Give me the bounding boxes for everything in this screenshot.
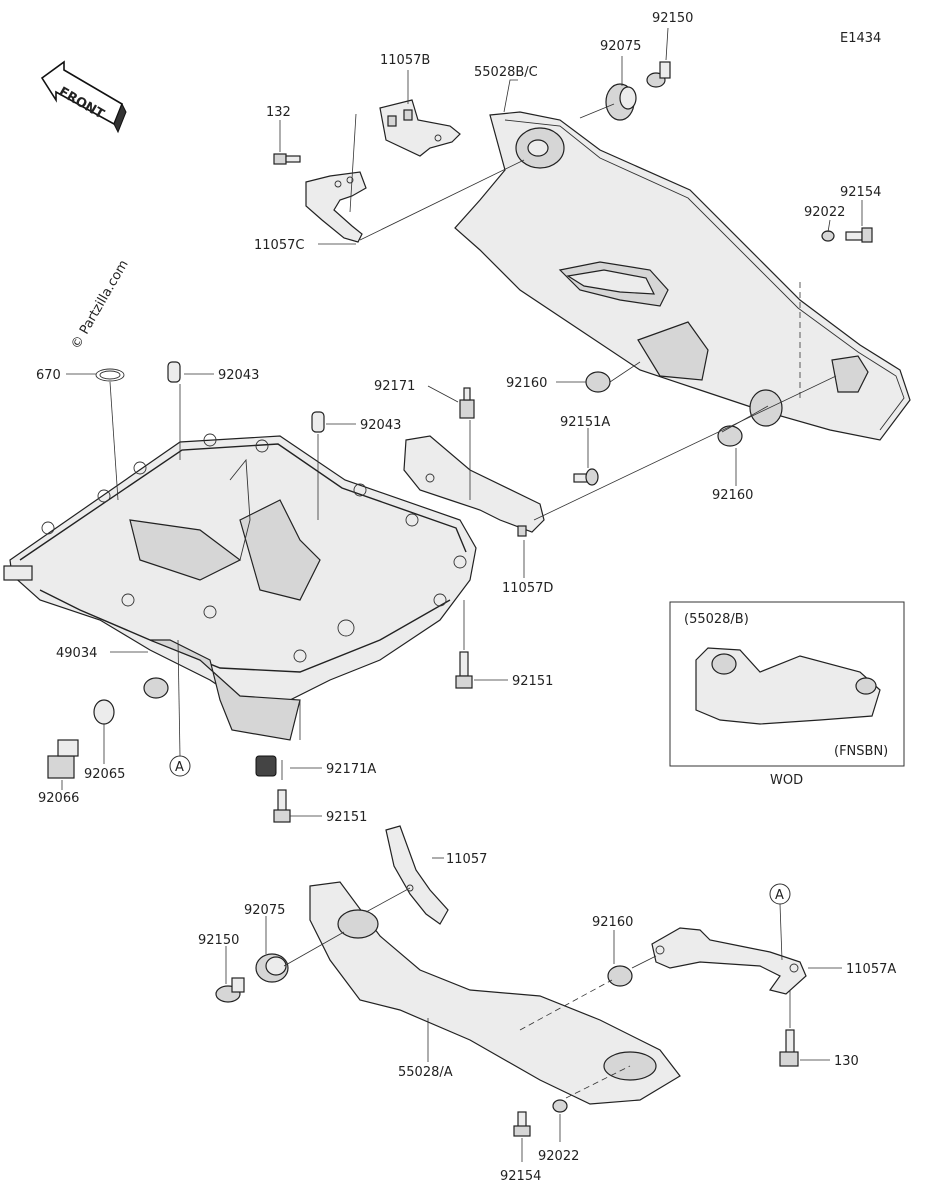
label-92151A: 92151A — [560, 415, 610, 430]
engine-guard-upper — [454, 111, 911, 441]
label-92075-top: 92075 — [600, 39, 641, 54]
diagram-code: E1434 — [840, 31, 881, 46]
bolt-92150-top — [646, 61, 671, 88]
label-92160-b: 92160 — [712, 488, 753, 503]
label-55028A: 55028/A — [398, 1065, 453, 1080]
bolt-92151-a — [455, 651, 473, 689]
washer-92065 — [93, 699, 115, 725]
label-92150-bottom: 92150 — [198, 933, 239, 948]
callout-a-lower-left: A — [169, 755, 191, 777]
bracket-11057D — [403, 435, 545, 537]
label-92022-bottom: 92022 — [538, 1149, 579, 1164]
inset-caption: WOD — [770, 773, 803, 788]
grommet-upper-right — [749, 389, 783, 427]
label-670: 670 — [36, 368, 61, 383]
clip-92171 — [459, 387, 475, 419]
label-92066: 92066 — [38, 791, 79, 806]
label-92160-a: 92160 — [506, 376, 547, 391]
bolt-92151A — [573, 468, 599, 486]
clip-92171A — [255, 755, 277, 777]
inset-variant: (FNSBN) — [834, 744, 888, 759]
oring-670 — [95, 368, 125, 382]
bolt-92150-bottom — [215, 977, 245, 1003]
part-labels: 92150 92075 11057B 55028B/C 132 11057C 9… — [36, 11, 896, 1184]
bolt-132 — [273, 153, 301, 165]
dowel-92043-a — [167, 361, 181, 383]
front-arrow-icon: FRONT — [40, 60, 127, 134]
leader-lines — [61, 27, 863, 1162]
label-92154-bottom: 92154 — [500, 1169, 541, 1184]
label-92154-top: 92154 — [840, 185, 881, 200]
label-92075-bottom: 92075 — [244, 903, 285, 918]
collar-92075-top — [605, 83, 637, 121]
washer-92022-bottom — [552, 1099, 568, 1113]
label-55028BC: 55028B/C — [474, 65, 538, 80]
bolt-92154-bottom — [513, 1111, 531, 1137]
grommet-92160-a — [585, 371, 611, 393]
label-92171: 92171 — [374, 379, 415, 394]
engine-guard-lower — [309, 881, 681, 1105]
label-11057D: 11057D — [502, 581, 553, 596]
grommet-92160-c — [607, 965, 633, 987]
label-92043-b: 92043 — [360, 418, 401, 433]
label-92160-c: 92160 — [592, 915, 633, 930]
collar-92075-bottom — [255, 953, 289, 983]
watermark: © Partzilla.com — [68, 258, 131, 352]
label-11057C: 11057C — [254, 238, 304, 253]
bracket-11057C — [305, 171, 367, 243]
inset-title: (55028/B) — [684, 612, 749, 627]
grommet-92160-b — [717, 425, 743, 447]
washer-92022-top — [821, 230, 835, 242]
label-92151-a: 92151 — [512, 674, 553, 689]
label-92151-b: 92151 — [326, 810, 367, 825]
oil-pan — [3, 433, 477, 741]
label-92022-top: 92022 — [804, 205, 845, 220]
callout-a-text: A — [175, 760, 184, 775]
label-11057A: 11057A — [846, 962, 896, 977]
label-92043-a: 92043 — [218, 368, 259, 383]
label-130: 130 — [834, 1054, 859, 1069]
bolt-92151-b — [273, 789, 291, 823]
label-11057B: 11057B — [380, 53, 430, 68]
drain-plug-92066 — [47, 739, 79, 779]
label-92150-top: 92150 — [652, 11, 693, 26]
label-92171A: 92171A — [326, 762, 376, 777]
label-11057: 11057 — [446, 852, 487, 867]
bolt-130 — [779, 1029, 799, 1067]
bracket-11057A — [651, 927, 807, 995]
dowel-92043-b — [311, 411, 325, 433]
bracket-11057 — [385, 825, 449, 925]
bolt-92154-top — [845, 227, 873, 243]
bracket-11057B — [379, 99, 461, 157]
label-132: 132 — [266, 105, 291, 120]
label-49034: 49034 — [56, 646, 97, 661]
callout-a-text: A — [775, 888, 784, 903]
callout-a-right: A — [769, 883, 791, 905]
inset-box: (55028/B) (FNSBN) WOD — [669, 601, 905, 788]
label-92065: 92065 — [84, 767, 125, 782]
